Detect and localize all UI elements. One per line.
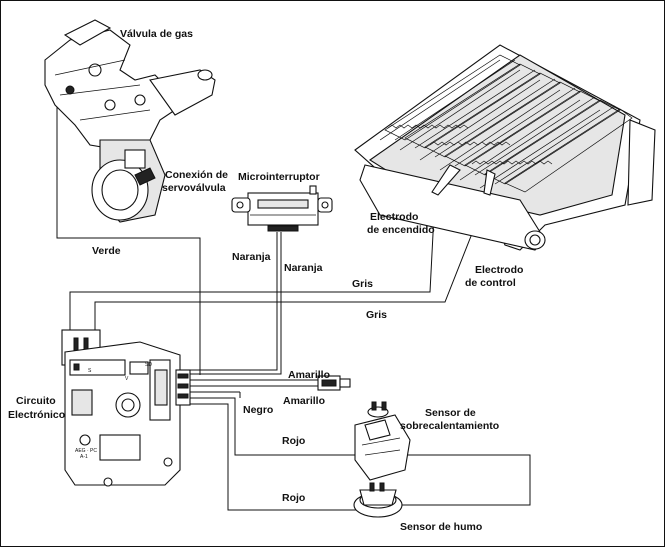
wire-verde	[56, 60, 201, 375]
label-circuito-2: Electrónico	[8, 409, 65, 421]
label-naranja-1: Naranja	[232, 251, 271, 263]
wire-rojo-2	[190, 403, 360, 511]
label-sensor-sobre-1: Sensor de	[425, 407, 476, 419]
wire-gris-1	[69, 194, 436, 335]
label-verde: Verde	[92, 245, 121, 257]
label-gris-2: Gris	[366, 309, 387, 321]
amarillo-connector	[239, 375, 351, 398]
labels: Válvula de gas Conexión de servoválvula …	[8, 28, 523, 533]
label-electrodo-control-1: Electrodo	[475, 264, 523, 276]
board-mark-v: V	[125, 376, 129, 382]
label-amarillo-1: Amarillo	[288, 369, 330, 381]
wire-naranja-1	[190, 232, 278, 371]
circuit-board-illustration: SD V S AEG · PC A-1	[61, 329, 191, 487]
label-electrodo-encendido-1: Electrodo	[370, 211, 418, 223]
label-rojo-1: Rojo	[282, 435, 305, 447]
label-gris-1: Gris	[352, 278, 373, 290]
label-electrodo-encendido-2: de encendido	[367, 224, 435, 236]
gas-valve-illustration	[44, 19, 216, 223]
label-sensor-humo: Sensor de humo	[400, 521, 482, 533]
label-conexion-2: servoválvula	[162, 182, 226, 194]
wire-naranja-2	[190, 232, 282, 375]
wire-gris-2	[94, 192, 489, 335]
board-mark-sd: SD	[145, 362, 152, 368]
label-sensor-sobre-2: sobrecalentamiento	[400, 420, 499, 432]
label-electrodo-control-2: de control	[465, 277, 516, 289]
burner-illustration	[354, 44, 656, 251]
smoke-sensor-illustration	[353, 482, 403, 518]
label-rojo-2: Rojo	[282, 492, 305, 504]
label-circuito-1: Circuito	[16, 395, 56, 407]
wires	[56, 60, 531, 511]
label-microinterruptor: Microinterruptor	[238, 171, 320, 183]
board-code-1: AEG · PC	[75, 448, 97, 454]
overheating-sensor-illustration	[354, 401, 411, 481]
wire-rojo-loop	[390, 454, 531, 506]
label-negro: Negro	[243, 404, 273, 416]
microswitch-illustration	[231, 185, 333, 232]
board-mark-s: S	[88, 368, 92, 374]
label-naranja-2: Naranja	[284, 262, 323, 274]
board-code-2: A-1	[80, 454, 88, 460]
wire-rojo-1	[190, 397, 360, 456]
label-conexion-1: Conexión de	[165, 169, 228, 181]
label-valvula-gas: Válvula de gas	[120, 28, 193, 40]
label-amarillo-2: Amarillo	[283, 395, 325, 407]
